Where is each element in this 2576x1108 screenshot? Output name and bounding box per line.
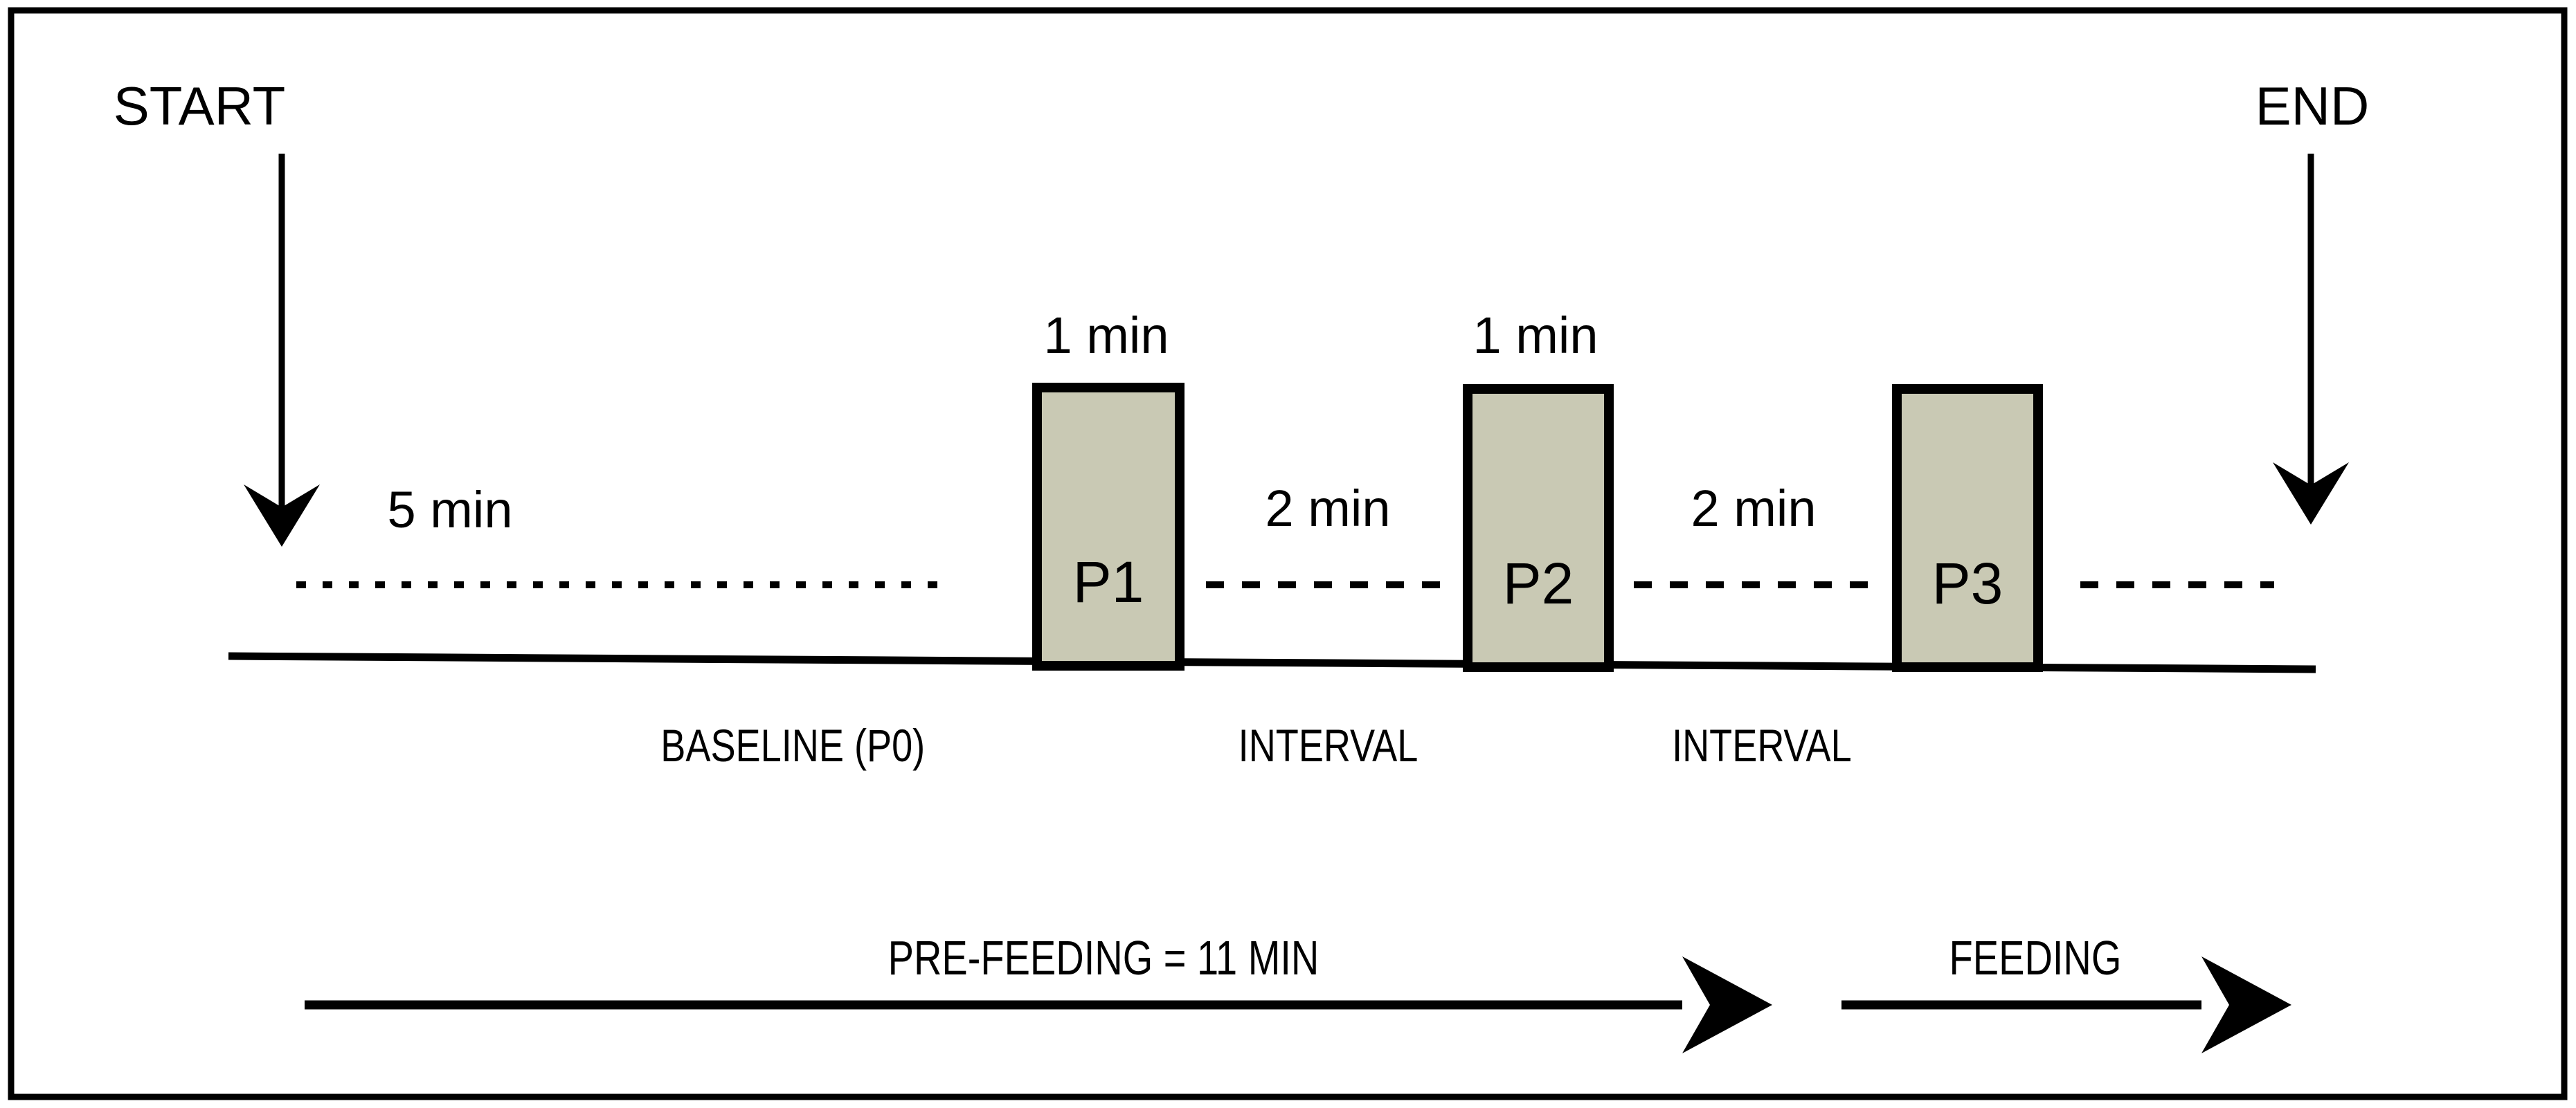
pre-feeding-arrow xyxy=(305,956,1772,1053)
p1-duration-label: 1 min xyxy=(1044,307,1169,364)
end-label: END xyxy=(2255,75,2370,136)
phase-box-p1-label: P1 xyxy=(1073,550,1144,615)
phase-box-p3[interactable]: P3 xyxy=(1892,384,2043,672)
stage-label-baseline: BASELINE (P0) xyxy=(660,720,925,771)
stage-label-interval-2: INTERVAL xyxy=(1672,720,1852,771)
feeding-label: FEEDING xyxy=(1949,932,2122,985)
pre-feeding-label: PRE-FEEDING = 11 MIN xyxy=(888,932,1319,985)
phase-box-p2-label: P2 xyxy=(1503,551,1574,616)
phase-box-p2[interactable]: P2 xyxy=(1463,384,1614,672)
start-label: START xyxy=(114,75,285,136)
feeding-arrow xyxy=(1841,956,2291,1053)
interval2-duration-label: 2 min xyxy=(1691,480,1817,537)
phase-box-p1[interactable]: P1 xyxy=(1032,383,1185,671)
phase-box-p3-label: P3 xyxy=(1932,551,2003,616)
start-arrow-icon xyxy=(244,154,320,547)
stage-label-interval-1: INTERVAL xyxy=(1239,720,1418,771)
figure-frame xyxy=(8,7,2568,1100)
interval1-duration-label: 2 min xyxy=(1266,480,1391,537)
baseline-duration-label: 5 min xyxy=(388,481,513,538)
p2-duration-label: 1 min xyxy=(1473,307,1598,364)
end-arrow-icon xyxy=(2273,154,2349,525)
